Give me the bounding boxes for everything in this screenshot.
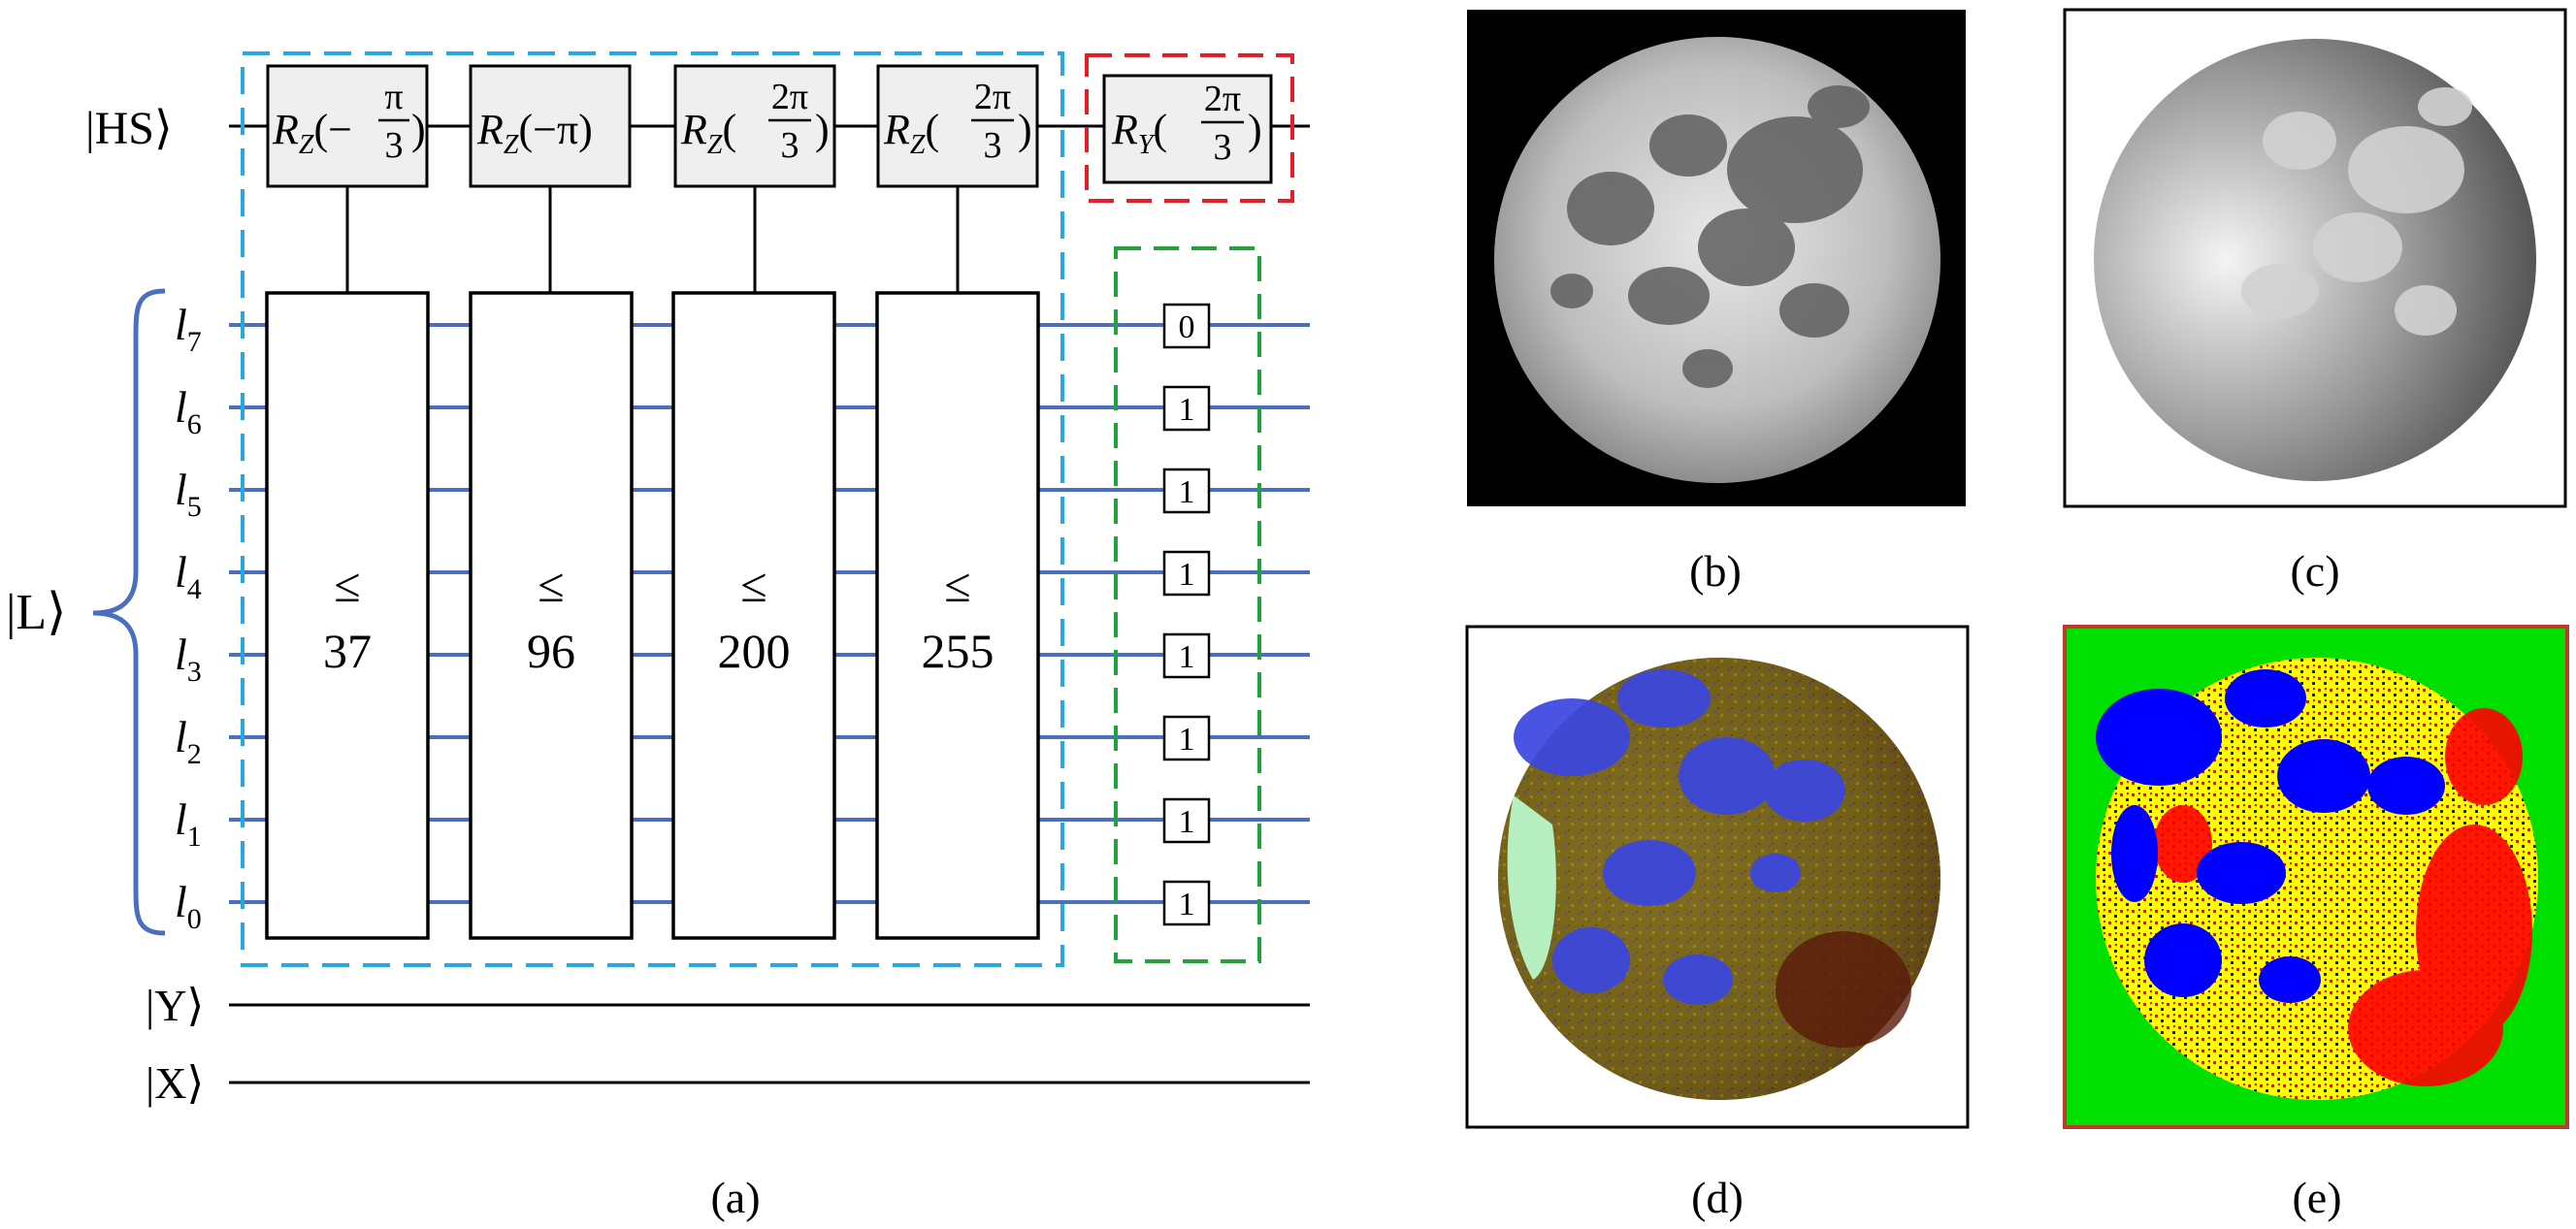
l-register-label: |L⟩	[6, 585, 66, 640]
gate-box	[469, 64, 632, 188]
bit-box	[1162, 385, 1211, 432]
comparator-box	[469, 291, 634, 940]
bit-value: 1	[1179, 722, 1195, 758]
comparator-value: 200	[718, 624, 791, 678]
gate-box	[673, 64, 836, 188]
ry-gate: RY( 2π 3 )	[1102, 74, 1273, 184]
caption-e: (e)	[2292, 1173, 2341, 1222]
moon-e-red-regions	[2154, 708, 2532, 1086]
bit-value: 1	[1179, 639, 1195, 675]
panel-b: (b)	[1467, 10, 1966, 596]
comparator-2: ≤ 96	[469, 291, 634, 940]
rz-gate-1: RZ(− π 3 )	[266, 64, 429, 188]
bit-box	[1162, 632, 1211, 679]
qubit-label: l7	[175, 300, 202, 358]
comparator-4: ≤ 255	[875, 291, 1040, 940]
gate-denominator: 3	[984, 125, 1002, 166]
bit-value: 1	[1179, 804, 1195, 840]
gate-numerator: 2π	[1204, 79, 1241, 119]
comparator-symbol: ≤	[538, 558, 564, 612]
comparator-1: ≤ 37	[265, 291, 430, 940]
gate-label: RZ(−π)	[476, 106, 593, 160]
x-label: |X⟩	[146, 1058, 204, 1108]
red-dashed-group	[1085, 53, 1294, 203]
comparator-value: 37	[323, 624, 372, 678]
panel-e: (e)	[2063, 625, 2569, 1222]
comparator-value: 255	[922, 624, 995, 678]
bit-values: 0 1 1 1 1 1 1 1	[1162, 303, 1211, 926]
gate-box	[1102, 74, 1273, 184]
moon-e-blue-regions	[2096, 669, 2445, 1003]
qubit-label: l3	[175, 630, 202, 688]
gate-numerator: 2π	[771, 77, 808, 117]
moon-d-limb	[1507, 795, 1556, 980]
bit-value: 0	[1179, 309, 1195, 345]
gate-box	[876, 64, 1039, 188]
moon-b-maria	[1550, 85, 1870, 388]
bit-value: 1	[1179, 557, 1195, 593]
caption-b: (b)	[1689, 546, 1742, 596]
bit-box	[1162, 797, 1211, 844]
moon-d-dark-region	[1776, 931, 1911, 1048]
gate-label: RZ(	[680, 106, 736, 160]
comparator-box	[265, 291, 430, 940]
gate-denominator: 3	[385, 125, 404, 166]
qubit-label: l0	[175, 877, 202, 935]
bit-box	[1162, 550, 1211, 597]
qubit-label: l1	[175, 794, 202, 853]
qubit-label: l4	[175, 547, 202, 605]
gate-label: RY(	[1111, 106, 1167, 160]
comparator-symbol: ≤	[740, 558, 766, 612]
comparator-value: 96	[527, 624, 575, 678]
gate-numerator: π	[384, 77, 403, 117]
rz-gate-3: RZ( 2π 3 )	[673, 64, 836, 188]
bit-box	[1162, 303, 1211, 349]
rz-gate-4: RZ( 2π 3 )	[876, 64, 1039, 188]
bit-box	[1162, 468, 1211, 514]
moon-d-maria	[1514, 669, 1845, 1005]
gate-close: )	[411, 106, 426, 153]
gate-denominator: 3	[1214, 127, 1232, 168]
qubit-label: l5	[175, 465, 202, 523]
bit-box	[1162, 715, 1211, 761]
comparator-symbol: ≤	[944, 558, 970, 612]
gate-close: )	[1248, 106, 1262, 153]
qubit-label: l6	[175, 382, 202, 440]
blue-dashed-group	[241, 51, 1064, 967]
y-label: |Y⟩	[146, 981, 204, 1030]
qubit-labels: l7 l6 l5 l4 l3 l2 l1 l0	[175, 300, 202, 935]
gate-box	[266, 64, 429, 188]
gate-numerator: 2π	[974, 77, 1011, 117]
caption-d: (d)	[1691, 1173, 1744, 1222]
qubit-label: l2	[175, 712, 202, 770]
gate-denominator: 3	[781, 125, 799, 166]
bit-value: 1	[1179, 887, 1195, 922]
gate-close: )	[815, 106, 830, 153]
gate-label: RZ(	[883, 106, 939, 160]
register-brace	[92, 288, 166, 936]
moon-c-maria	[2241, 87, 2472, 336]
gate-close: )	[1018, 106, 1032, 153]
panel-c: (c)	[2063, 8, 2567, 596]
control-lines	[345, 186, 960, 293]
caption-a: (a)	[710, 1173, 760, 1222]
rz-gate-2: RZ(−π)	[469, 64, 632, 188]
comparator-symbol: ≤	[334, 558, 360, 612]
bit-value: 1	[1179, 392, 1195, 428]
gate-label: RZ(−	[272, 106, 352, 160]
circuit-panel: |HS⟩ |Y⟩ |X⟩ |L⟩ l7 l6 l5 l4 l3 l2 l1 l0	[6, 51, 1310, 1222]
green-dashed-group	[1114, 246, 1261, 963]
bit-box	[1162, 880, 1211, 926]
comparator-box	[875, 291, 1040, 940]
comparator-3: ≤ 200	[671, 291, 836, 940]
panel-d: (d)	[1465, 625, 1970, 1222]
caption-c: (c)	[2290, 546, 2339, 596]
bit-value: 1	[1179, 474, 1195, 510]
comparator-box	[671, 291, 836, 940]
hs-label: |HS⟩	[85, 103, 173, 154]
